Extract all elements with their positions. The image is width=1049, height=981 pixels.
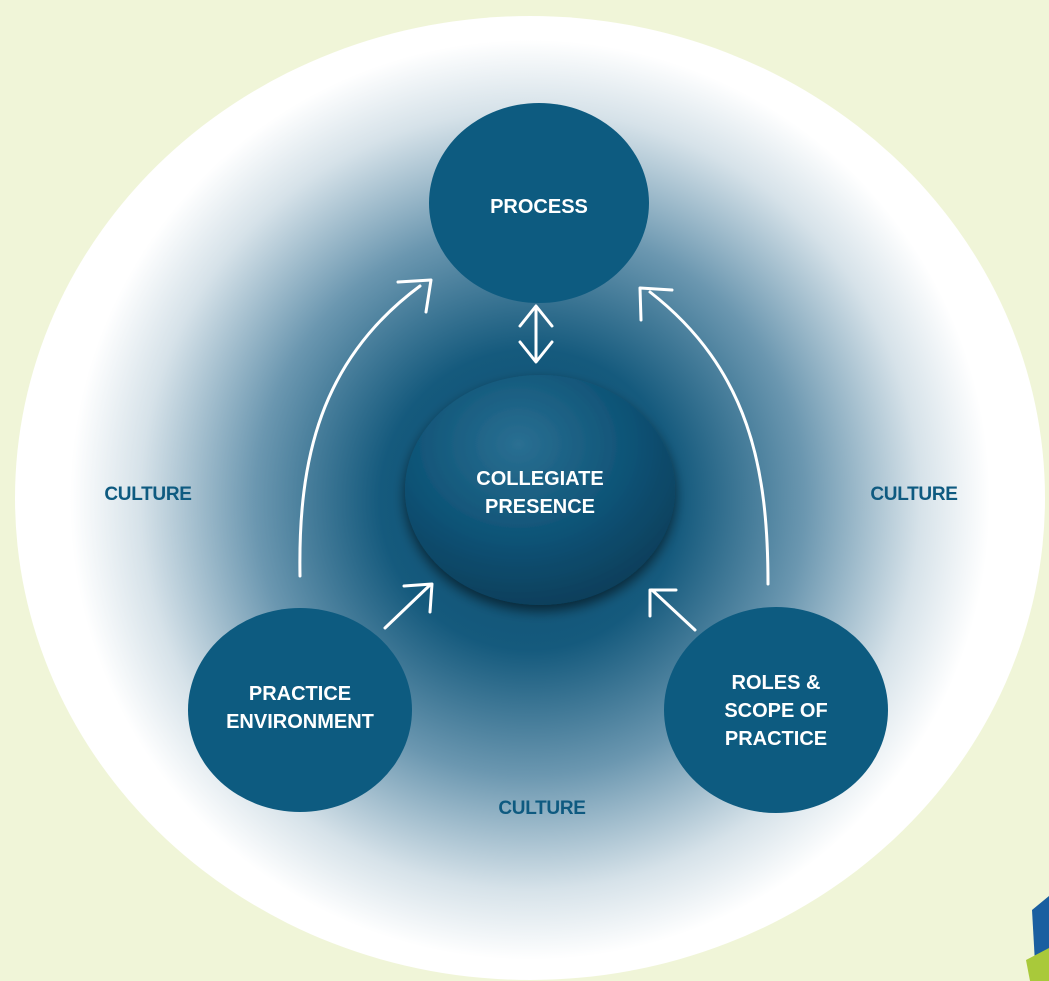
arrow-practice-to-center-head <box>402 582 434 614</box>
node-roles-label-line1: ROLES & <box>732 672 821 694</box>
arrow-practice-to-process <box>298 284 422 578</box>
node-roles-scope: ROLES & SCOPE OF PRACTICE <box>664 607 888 813</box>
arrow-roles-to-process-head <box>638 286 674 322</box>
arrow-practice-to-process-head <box>396 278 433 314</box>
node-process-label: PROCESS <box>490 196 588 218</box>
node-practice-label-line1: PRACTICE <box>249 683 351 705</box>
arrow-roles-to-center-head <box>648 588 678 618</box>
double-arrow-top-head <box>518 304 554 328</box>
arrow-roles-to-center <box>650 588 697 632</box>
node-roles-label-line3: PRACTICE <box>725 728 827 750</box>
culture-label-bottom: CULTURE <box>498 798 585 819</box>
node-practice-label-line2: ENVIRONMENT <box>226 711 374 733</box>
corner-logo-fragment <box>1026 896 1049 981</box>
double-arrow-bottom-head <box>518 340 554 364</box>
node-center-label-line2: PRESENCE <box>485 496 595 518</box>
culture-label-left: CULTURE <box>104 484 191 505</box>
culture-label-right: CULTURE <box>870 484 957 505</box>
node-practice-environment: PRACTICE ENVIRONMENT <box>188 608 412 812</box>
arrow-roles-to-process <box>648 290 770 586</box>
node-collegiate-presence: COLLEGIATE PRESENCE <box>405 375 675 605</box>
node-process: PROCESS <box>429 103 649 303</box>
node-roles-label-line2: SCOPE OF <box>724 700 827 722</box>
arrow-practice-to-center <box>383 583 432 630</box>
node-center-label-line1: COLLEGIATE <box>476 468 603 490</box>
